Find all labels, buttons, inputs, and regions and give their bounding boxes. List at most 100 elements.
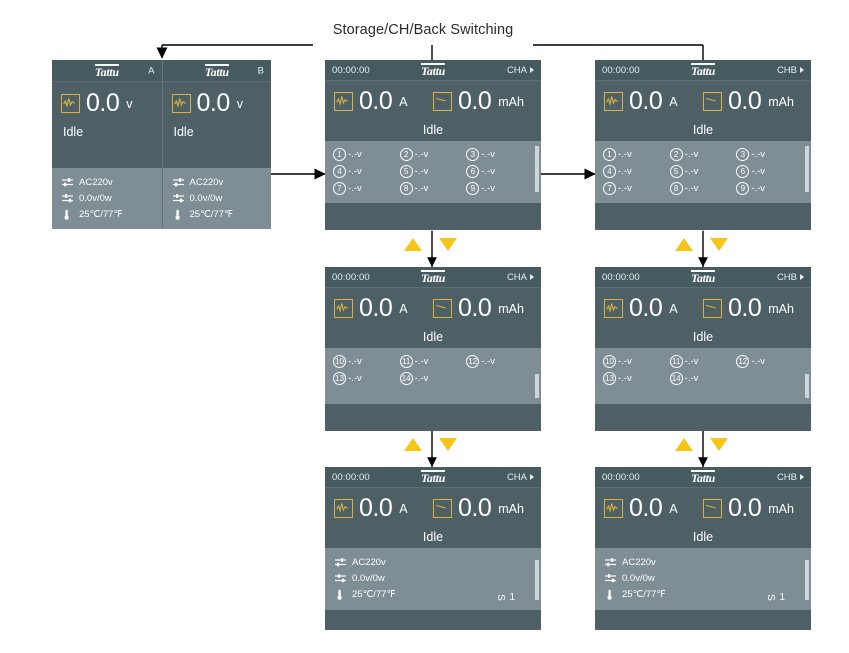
cell-voltage-value: -.-v [618, 149, 632, 160]
triangle-down-icon[interactable] [710, 438, 728, 451]
status-label: Idle [692, 123, 714, 137]
current-value: 0.0 [629, 294, 663, 322]
channel-tag-label: CHA [506, 471, 527, 483]
cell-index: 5 [399, 165, 413, 178]
cell-index: 10 [333, 355, 346, 368]
diagram-title: Storage/CH/Back Switching [332, 22, 514, 38]
cell-voltage-value: -.-v [618, 373, 632, 384]
channel-tag[interactable]: CHB [777, 272, 804, 283]
channel-tag[interactable]: CHA [507, 472, 534, 483]
cell-voltage-item: 5-.-v [669, 163, 737, 180]
current-unit: A [669, 94, 678, 109]
channel-tag[interactable]: CHA [507, 272, 534, 283]
triangle-up-icon[interactable] [404, 238, 422, 251]
capacity-unit: mAh [768, 501, 794, 516]
channel-tag[interactable]: CHB [777, 65, 804, 76]
cell-voltage-value: -.-v [481, 166, 496, 177]
triangle-down-icon[interactable] [439, 238, 457, 251]
vertical-scrollbar[interactable] [805, 560, 809, 600]
temperature-icon [61, 209, 74, 220]
capacity-value: 0.0 [728, 294, 762, 322]
capacity-icon [703, 499, 722, 518]
caret-right-icon [800, 67, 804, 73]
cell-voltage-value: -.-v [348, 149, 362, 160]
current-value: 0.0 [359, 294, 393, 322]
series-value: 1 [779, 592, 785, 603]
series-label: S [494, 594, 506, 601]
tattu-logo: Tattu [94, 63, 119, 79]
series-label: S [764, 594, 776, 601]
voltage-value: 0.0 [86, 89, 120, 117]
waveform-icon [604, 299, 623, 318]
tattu-logo: Tattu [420, 270, 446, 285]
channel-tag-label: CHA [506, 64, 527, 76]
channel-a-status: Idle [63, 125, 84, 139]
triangle-down-icon[interactable] [439, 438, 457, 451]
dc-output-icon [604, 573, 617, 584]
cell-voltage-item: 10-.-v [333, 353, 400, 370]
status-label: Idle [422, 330, 444, 344]
current-value: 0.0 [629, 87, 663, 115]
cell-voltage-item: 9-.-v [736, 180, 803, 197]
vertical-scrollbar[interactable] [805, 374, 809, 398]
cell-voltage-value: -.-v [414, 149, 429, 160]
cell-index: 3 [466, 148, 480, 161]
triangle-up-icon[interactable] [404, 438, 422, 451]
voltage-value: 0.0 [196, 89, 231, 117]
triangle-up-icon[interactable] [675, 438, 693, 451]
triangle-down-icon[interactable] [710, 238, 728, 251]
info-row-temp: 25℃/77℉ [334, 586, 532, 602]
cell-index: 8 [669, 182, 683, 195]
ac-input-icon [61, 177, 74, 188]
channel-tag-label: CHB [776, 471, 797, 483]
vertical-scrollbar[interactable] [805, 146, 809, 192]
cell-voltage-item: 2-.-v [669, 146, 737, 163]
info-row-dc: 0.0v/0w [334, 570, 532, 586]
current-unit: A [669, 501, 678, 516]
info-text-ac: AC220v [79, 176, 113, 188]
info-row-ac: AC220v [604, 554, 802, 570]
cell-index: 14 [669, 372, 683, 385]
vertical-scrollbar[interactable] [535, 146, 539, 192]
channel-tag-label: CHB [776, 64, 797, 76]
vertical-scrollbar[interactable] [535, 374, 539, 398]
channel-tag[interactable]: CHB [777, 472, 804, 483]
triangle-up-icon[interactable] [675, 238, 693, 251]
cell-voltage-item: 12-.-v [466, 353, 533, 370]
cell-index: 12 [466, 355, 480, 368]
screen-header: 00:00:00 Tattu CHB [595, 60, 811, 81]
cell-voltage-item: 8-.-v [669, 180, 737, 197]
channel-tag-label: CHB [776, 271, 797, 283]
clock-label: 00:00:00 [602, 64, 640, 76]
screen-header: 00:00:00 Tattu CHA [325, 467, 541, 488]
info-row-ac: AC220v [61, 174, 153, 190]
cell-voltage-item: 8-.-v [399, 180, 467, 197]
cell-voltage-item: 12-.-v [736, 353, 803, 370]
capacity-icon [703, 92, 722, 111]
channel-tag[interactable]: CHA [507, 65, 534, 76]
vertical-scrollbar[interactable] [535, 560, 539, 600]
cell-voltage-item: 3-.-v [466, 146, 533, 163]
cell-voltage-value: -.-v [348, 166, 362, 177]
